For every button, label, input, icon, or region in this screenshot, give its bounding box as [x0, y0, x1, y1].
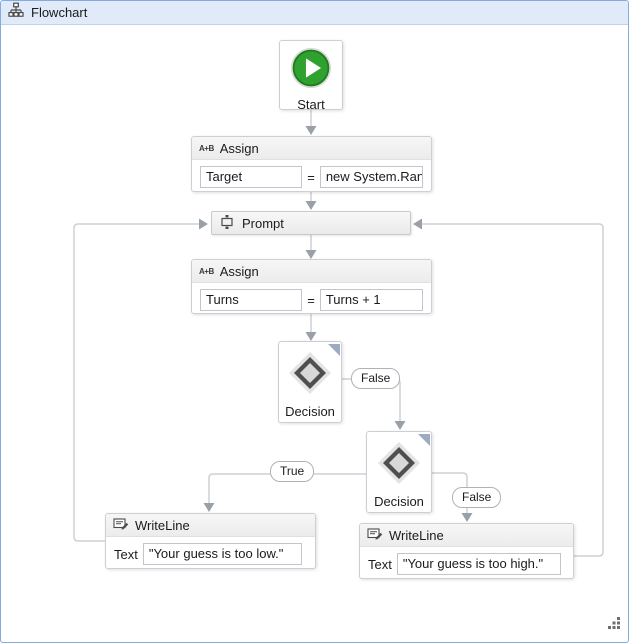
- flowchart-icon: [8, 2, 24, 23]
- assign-header-label: Assign: [219, 140, 259, 156]
- start-label: Start: [297, 97, 325, 112]
- writeline-high-activity[interactable]: WriteLine Text "Your guess is too high.": [359, 523, 574, 579]
- decision-icon: [375, 439, 423, 492]
- text-field-label: Text: [368, 556, 392, 572]
- branch-label-false-2: False: [452, 487, 502, 508]
- assign-turns-activity[interactable]: A+B Assign Turns = Turns + 1: [191, 259, 432, 314]
- arrow-down-icon: [305, 201, 317, 210]
- arrow-down-icon: [461, 513, 473, 522]
- page-title: Flowchart: [31, 5, 88, 20]
- writeline-header-label: WriteLine: [389, 527, 444, 543]
- writeline-icon: [367, 527, 383, 544]
- branch-label-false-1: False: [351, 368, 401, 389]
- decision-label: Decision: [374, 494, 424, 509]
- decision-icon: [286, 349, 334, 402]
- collapse-corner-icon: [418, 433, 430, 451]
- assign-to-field[interactable]: Turns: [200, 289, 303, 311]
- start-node[interactable]: Start: [279, 40, 343, 112]
- resize-grip[interactable]: [607, 616, 621, 635]
- branch-label-true: True: [270, 461, 315, 482]
- connector-loop-right[interactable]: [422, 223, 604, 557]
- assign-value-field[interactable]: Turns + 1: [319, 289, 423, 311]
- arrow-down-icon: [203, 503, 215, 512]
- connector-decision2-true[interactable]: [208, 473, 366, 503]
- arrow-right-icon: [199, 218, 208, 230]
- arrow-down-icon: [305, 126, 317, 135]
- prompt-header-label: Prompt: [242, 215, 284, 231]
- activity-icon: [219, 214, 235, 233]
- collapse-corner-icon: [328, 343, 340, 361]
- arrow-down-icon: [305, 332, 317, 341]
- writeline-icon: [113, 517, 129, 534]
- assign-icon: A+B: [199, 266, 214, 276]
- start-icon: [289, 46, 333, 95]
- decision-label: Decision: [285, 404, 335, 419]
- writeline-header-label: WriteLine: [135, 517, 190, 533]
- assign-target-activity[interactable]: A+B Assign Target = new System.Random: [191, 136, 432, 192]
- writeline-text-field[interactable]: "Your guess is too low.": [142, 543, 302, 565]
- arrow-left-icon: [413, 218, 422, 230]
- text-field-label: Text: [114, 546, 138, 562]
- connector-decision2-false[interactable]: [432, 472, 468, 513]
- assign-to-field[interactable]: Target: [200, 166, 303, 188]
- flowchart-titlebar: Flowchart: [1, 1, 628, 25]
- decision-2-node[interactable]: Decision: [366, 431, 432, 513]
- assign-header-label: Assign: [219, 263, 259, 279]
- equals-sign: =: [307, 169, 315, 185]
- decision-1-node[interactable]: Decision: [278, 341, 342, 423]
- connector-loop-left[interactable]: [73, 223, 199, 542]
- arrow-down-icon: [305, 250, 317, 259]
- equals-sign: =: [307, 292, 315, 308]
- prompt-activity[interactable]: Prompt: [211, 211, 411, 235]
- arrow-down-icon: [394, 421, 406, 430]
- writeline-text-field[interactable]: "Your guess is too high.": [396, 553, 561, 575]
- assign-value-field[interactable]: new System.Random: [319, 166, 423, 188]
- assign-icon: A+B: [199, 143, 214, 153]
- writeline-low-activity[interactable]: WriteLine Text "Your guess is too low.": [105, 513, 316, 569]
